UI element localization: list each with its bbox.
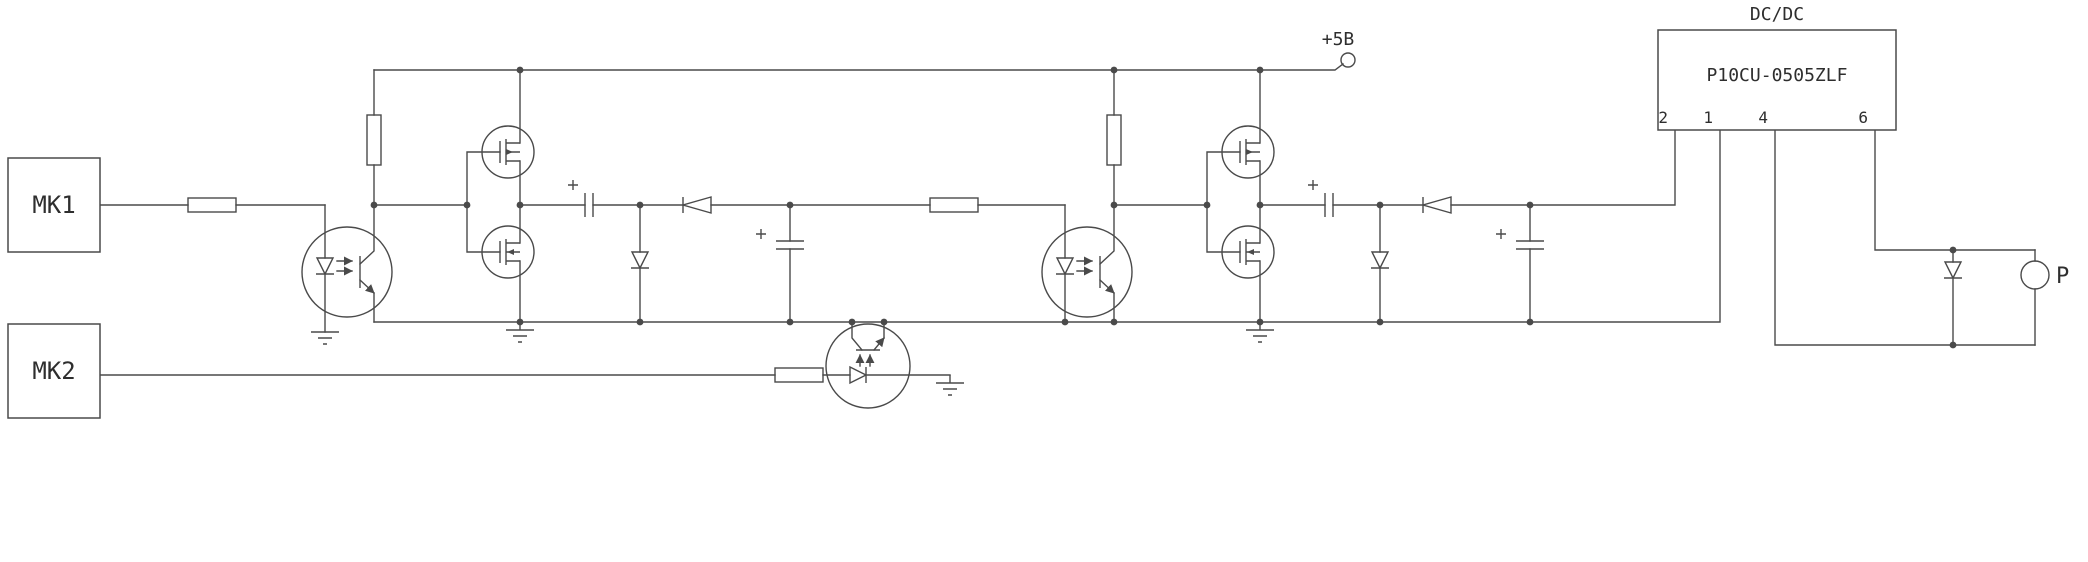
supply-terminal: +5В xyxy=(1322,29,1356,68)
dcdc-type-label: DC/DC xyxy=(1750,4,1804,25)
polarity-plus xyxy=(1496,229,1506,239)
supply-label: +5В xyxy=(1322,29,1355,50)
input-resistor-3 xyxy=(774,367,824,383)
dcdc-pin-6: 6 xyxy=(1858,108,1868,127)
gate-bus-2 xyxy=(1206,151,1241,253)
series-diode-1 xyxy=(680,196,712,214)
ground-symbol-1 xyxy=(311,331,339,345)
opto1-led xyxy=(315,257,335,276)
polarity-plus xyxy=(568,180,578,190)
terminal-circle xyxy=(1340,52,1356,68)
wire-pin6-to-load xyxy=(1874,129,2036,251)
shunt-capacitor-1 xyxy=(756,204,804,323)
opto1-circle xyxy=(301,226,393,318)
mosfet-high-1 xyxy=(481,125,535,179)
input-resistor-1 xyxy=(187,197,237,213)
pullup-resistor-2 xyxy=(1106,69,1122,206)
dcdc-pin-1: 1 xyxy=(1703,108,1713,127)
opto3-circle xyxy=(825,323,911,409)
mk1-label: MK1 xyxy=(32,191,75,219)
protection-diode xyxy=(1943,249,1963,346)
optocoupler-2 xyxy=(1041,204,1133,323)
polarity-plus xyxy=(1308,180,1318,190)
wire-pin4-to-load xyxy=(1774,129,2036,346)
series-diode-2 xyxy=(1420,196,1452,214)
dcdc-box xyxy=(1657,29,1897,131)
dcdc-part-number: P10CU-0505ZLF xyxy=(1707,65,1848,86)
shunt-capacitor-2 xyxy=(1496,204,1544,323)
junction-dots xyxy=(370,66,1957,349)
bottom-return-rail-to-pin1 xyxy=(373,129,1721,323)
opto2-led xyxy=(1055,257,1075,276)
ground-symbol-4 xyxy=(936,375,964,396)
polarity-plus xyxy=(756,229,766,239)
shunt-diode-2 xyxy=(1370,204,1390,323)
mosfet-low-1 xyxy=(481,225,535,279)
wire-nets xyxy=(99,63,2036,376)
sensor-label: P xyxy=(2056,264,2069,289)
series-capacitor-2 xyxy=(1308,180,1334,217)
mk1-box xyxy=(7,157,101,253)
opto3-led xyxy=(849,365,868,385)
opto2-circle xyxy=(1041,226,1133,318)
dcdc-pin-4: 4 xyxy=(1758,108,1768,127)
top-power-rail xyxy=(373,63,1344,71)
mosfet-pair-1 xyxy=(466,69,535,343)
series-capacitor-1 xyxy=(568,180,594,217)
mk2-label: MK2 xyxy=(32,357,75,385)
input-resistor-2 xyxy=(929,197,979,213)
dcdc-pin-2: 2 xyxy=(1658,108,1668,127)
sensor-circle xyxy=(2020,260,2050,290)
mk2-box xyxy=(7,323,101,419)
shunt-diode-1 xyxy=(630,204,650,323)
dcdc-converter: DC/DC P10CU-0505ZLF 2 1 4 6 xyxy=(1657,4,1897,131)
optocoupler-3 xyxy=(825,321,964,409)
ground-symbol-3 xyxy=(1246,322,1274,343)
wire-stage2-to-pin2 xyxy=(1529,129,1676,206)
pressure-sensor: P xyxy=(2020,249,2069,346)
mk2-block: MK2 xyxy=(7,323,101,419)
pullup-resistor-1 xyxy=(366,69,382,206)
mosfet-high-2 xyxy=(1221,125,1275,179)
mosfet-pair-2 xyxy=(1206,69,1275,343)
gate-bus-1 xyxy=(466,151,501,253)
mosfet-low-2 xyxy=(1221,225,1275,279)
ground-symbol-2 xyxy=(506,322,534,343)
optocoupler-1 xyxy=(301,204,393,345)
mk1-block: MK1 xyxy=(7,157,101,253)
